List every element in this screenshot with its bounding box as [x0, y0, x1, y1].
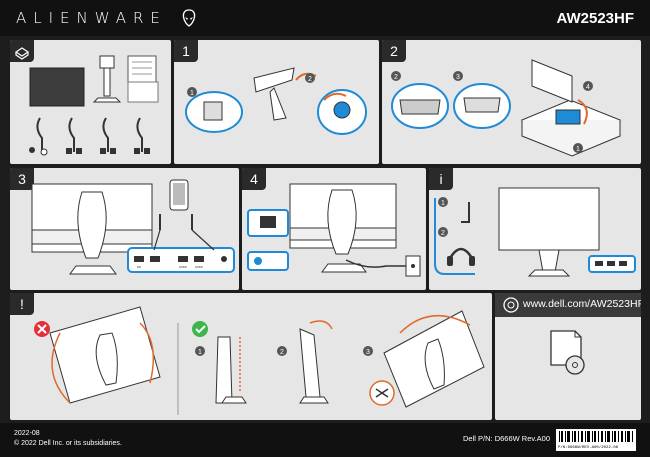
- svg-text:2: 2: [394, 74, 398, 81]
- box-icon: [10, 40, 34, 62]
- svg-text:1: 1: [198, 349, 202, 356]
- port-label-1: DP: [137, 265, 141, 269]
- callout-4: 4: [586, 84, 590, 91]
- svg-text:1: 1: [441, 200, 445, 207]
- box-contents-panel: [10, 40, 171, 164]
- port-label-2: HDMI: [179, 265, 187, 269]
- power-connection-illustration: [247, 183, 421, 277]
- step-3-panel: 3 DP HDMI HDMI: [10, 168, 239, 290]
- svg-text:2: 2: [280, 349, 284, 356]
- barcode-bars: [559, 431, 633, 442]
- svg-text:2: 2: [441, 230, 445, 237]
- step-2-panel: 2 2 3 4 1: [382, 40, 641, 164]
- footer-bar: 2022-08 © 2022 Dell Inc. or its subsidia…: [0, 423, 650, 457]
- copyright-text: © 2022 Dell Inc. or its subsidiaries.: [14, 440, 122, 447]
- monitor-handling-illustration: 1 2 3: [34, 306, 485, 415]
- globe-icon: [503, 297, 519, 313]
- correct-icon: [192, 321, 208, 337]
- svg-text:1: 1: [576, 146, 580, 153]
- box-contents-illustration: [29, 55, 159, 156]
- info-icon: i: [429, 168, 453, 190]
- barcode: P/N:D666W/REV.A00/2022-08: [556, 429, 636, 451]
- stand-assembly-illustration: 1 2: [185, 67, 367, 135]
- headset-hanger-illustration: 1 2: [434, 187, 636, 277]
- barcode-text: P/N:D666W/REV.A00/2022-08: [558, 446, 619, 450]
- alien-head-icon: [182, 9, 196, 27]
- support-url[interactable]: www.dell.com/AW2523HF: [523, 298, 641, 310]
- callout-2: 2: [308, 76, 312, 83]
- model-number: AW2523HF: [556, 10, 634, 27]
- step-1-badge: 1: [174, 40, 198, 62]
- document-disc-icon: [550, 330, 585, 375]
- brand-name: ALIENWARE: [16, 9, 167, 27]
- cable-connection-illustration: DP HDMI HDMI: [31, 179, 235, 275]
- step-4-badge: 4: [242, 168, 266, 190]
- step-4-panel: 4: [242, 168, 426, 290]
- svg-text:3: 3: [366, 349, 370, 356]
- info-panel: i 1 2: [429, 168, 641, 290]
- step-1-panel: 1 1 2: [174, 40, 379, 164]
- step-3-badge: 3: [10, 168, 34, 190]
- callout-3: 3: [456, 74, 460, 81]
- handling-warning-panel: ! 1 2 3: [10, 293, 492, 420]
- warning-icon: !: [10, 293, 34, 315]
- part-number: Dell P/N: D666W Rev.A00: [463, 434, 550, 443]
- port-label-3: HDMI: [195, 265, 203, 269]
- print-date: 2022-08: [14, 430, 40, 437]
- step-2-badge: 2: [382, 40, 406, 62]
- callout-1: 1: [190, 90, 194, 97]
- header-bar: ALIENWARE AW2523HF: [0, 0, 650, 36]
- support-panel: www.dell.com/AW2523HF: [495, 293, 641, 420]
- monitor-unboxing-illustration: 2 3 4 1: [391, 59, 622, 157]
- support-url-bar: www.dell.com/AW2523HF: [495, 293, 641, 317]
